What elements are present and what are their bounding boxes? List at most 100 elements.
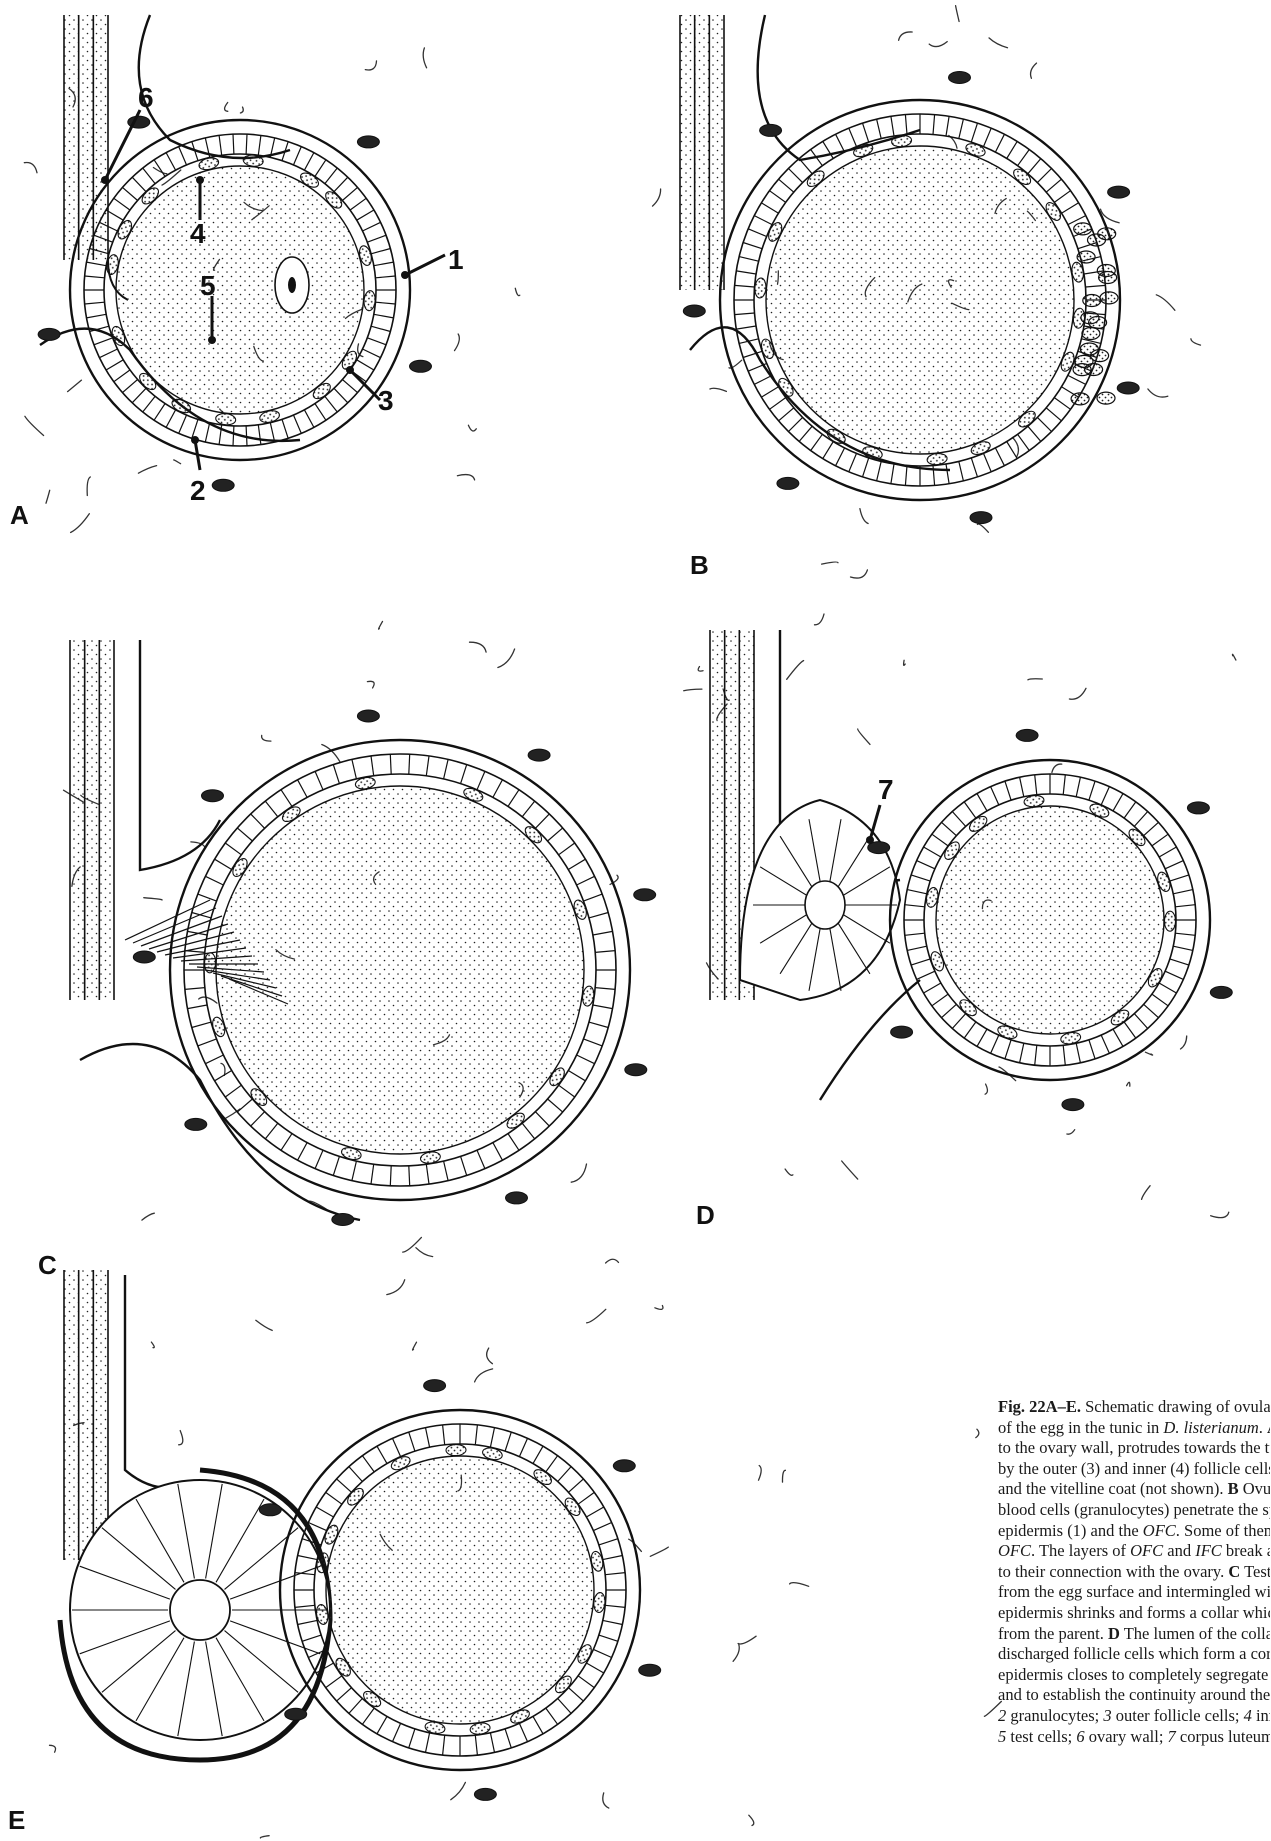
follicle-cell: [374, 262, 394, 266]
granulocyte: [357, 710, 379, 722]
follicle-cell: [362, 1456, 374, 1472]
follicle-cell: [477, 771, 485, 789]
follicle-cell: [205, 876, 223, 885]
caption-line: from the egg surface and intermingled wi…: [998, 1582, 1270, 1603]
follicle-cell: [505, 1729, 511, 1748]
follicle-cell: [907, 946, 927, 950]
caption-segment: from the parent.: [998, 1624, 1108, 1643]
follicle-cell: [334, 388, 348, 403]
follicle-cell: [932, 994, 948, 1006]
follicle-cell: [535, 814, 549, 828]
follicle-cell: [1018, 434, 1030, 450]
tunic-fiber: [860, 509, 868, 524]
follicle-cell: [85, 302, 105, 304]
tunic-fiber: [790, 1583, 809, 1587]
follicle-cell: [905, 115, 907, 135]
follicle-cell: [357, 360, 374, 370]
follicle-cell: [185, 988, 205, 990]
tunic-fiber: [179, 1431, 183, 1445]
follicle-cell: [1159, 983, 1176, 993]
granulocyte: [357, 136, 379, 148]
tunic-fiber: [423, 48, 426, 68]
follicle-cell: [258, 135, 261, 155]
follicle-cell: [1028, 426, 1041, 441]
tunic-fiber: [571, 1164, 586, 1182]
follicle-cell: [736, 271, 756, 274]
caption-segment: break at the oppos: [1222, 1541, 1270, 1560]
body-wall: [820, 980, 920, 1100]
follicle-cell: [605, 1605, 625, 1607]
tunic-fiber: [1232, 654, 1235, 660]
follicle-cell: [426, 1164, 429, 1184]
tunic-fiber: [1156, 295, 1175, 311]
follicle-cell: [326, 1676, 342, 1688]
follicle-cell: [522, 801, 535, 817]
follicle-cell: [444, 759, 449, 779]
follicle-cell: [593, 931, 613, 935]
granulocyte: [639, 1664, 661, 1676]
caption-segment: outer follicle cells;: [1112, 1706, 1244, 1725]
tunic-fiber: [1069, 688, 1086, 699]
follicle-cell: [863, 123, 869, 142]
tunic-fiber: [698, 667, 703, 672]
follicle-cell: [952, 812, 965, 827]
follicle-cell: [1063, 1045, 1065, 1065]
egg-cytoplasm: [216, 786, 584, 1154]
follicle-cell: [519, 1723, 527, 1741]
tunic-fiber: [1191, 339, 1201, 345]
tunic-fiber: [733, 1645, 739, 1662]
follicle-cell: [342, 187, 357, 200]
tunic-fiber: [1052, 764, 1062, 772]
granulocyte: [332, 1214, 354, 1226]
granulocyte: [1083, 295, 1101, 307]
follicle-cell: [891, 116, 894, 136]
follicle-cell: [475, 1425, 477, 1445]
test-cell: [1164, 911, 1175, 931]
follicle-cell: [942, 1004, 957, 1017]
follicle-cell: [559, 843, 575, 855]
follicle-cell: [891, 464, 894, 484]
tunic-fiber: [379, 621, 383, 629]
granulocyte: [970, 512, 992, 524]
tunic-fiber: [851, 570, 868, 578]
panel-label-d: D: [696, 1200, 715, 1231]
marker-6: 6: [138, 82, 154, 114]
follicle-cell: [595, 951, 615, 953]
follicle-cell: [154, 160, 165, 177]
follicle-cell: [1134, 812, 1147, 827]
follicle-cell: [443, 1735, 445, 1755]
follicle-cell: [377, 1446, 387, 1463]
tunic-fiber: [985, 1084, 987, 1094]
follicle-cell: [761, 387, 778, 398]
tunic-fiber: [475, 1369, 493, 1382]
follicle-cell: [586, 1507, 603, 1517]
test-cell: [204, 953, 216, 973]
caption-segment: Fig. 22A–E.: [998, 1397, 1081, 1416]
follicle-cell: [352, 1161, 357, 1181]
follicle-cell: [357, 210, 374, 220]
caption-segment: and to establish the continuity around t…: [998, 1685, 1270, 1704]
follicle-cell: [754, 216, 772, 225]
follicle-cell: [166, 410, 176, 428]
follicle-cell: [1113, 794, 1123, 811]
tunic-fiber: [515, 288, 520, 295]
follicle-cell: [225, 1085, 241, 1097]
nucleolus: [288, 277, 296, 293]
caption-line: 5 test cells; 6 ovary wall; 7 corpus lut…: [998, 1727, 1270, 1748]
follicle-cell: [1028, 159, 1041, 174]
follicle-cell: [823, 442, 834, 459]
follicle-cell: [917, 971, 935, 979]
follicle-cell: [1113, 1029, 1123, 1046]
test-cell: [754, 278, 766, 299]
tunic-fiber: [1031, 63, 1037, 78]
granulocyte: [38, 328, 60, 340]
follicle-cell: [959, 119, 964, 139]
caption-segment: IFC: [1195, 1541, 1222, 1560]
follicle-cell: [991, 787, 999, 805]
granulocyte: [1077, 251, 1095, 263]
follicle-cell: [371, 1164, 374, 1184]
follicle-cell: [1159, 847, 1176, 857]
follicle-cell: [304, 153, 314, 171]
follicle-cell: [905, 466, 907, 486]
follicle-cell: [444, 1161, 449, 1181]
